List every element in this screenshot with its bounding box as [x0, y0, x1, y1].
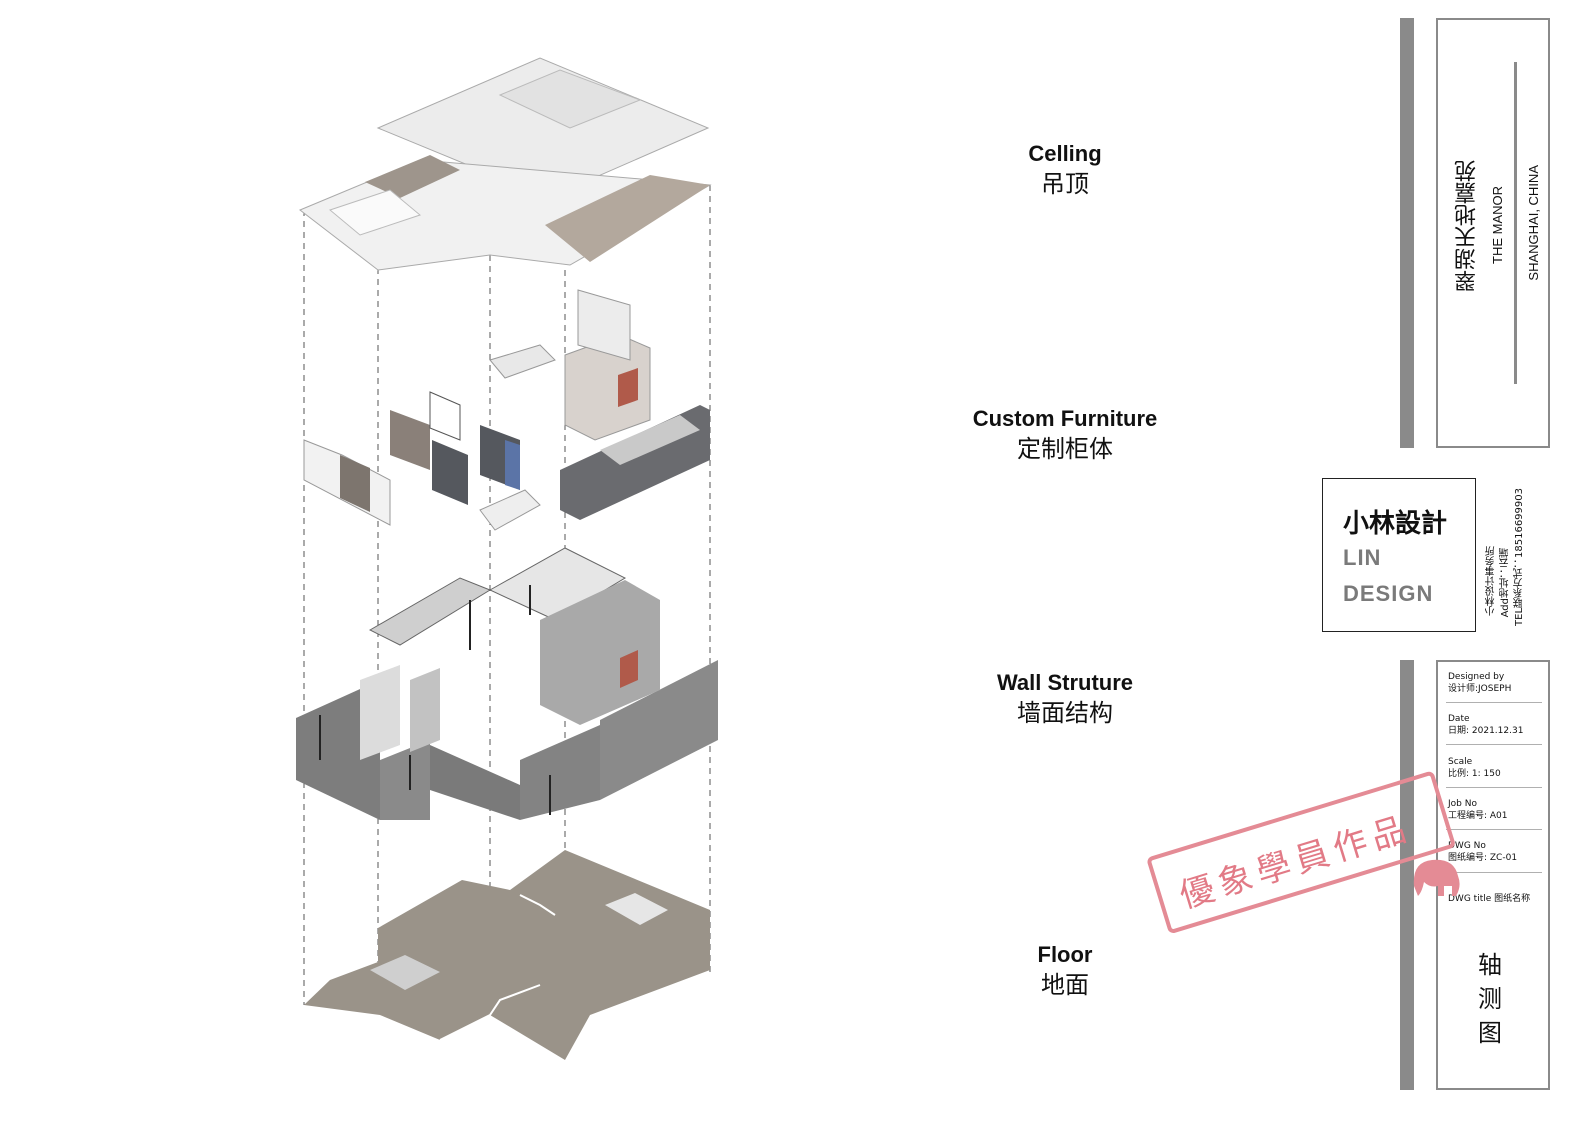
- title-block-bar-top: [1400, 18, 1414, 448]
- layer-label-en: Floor: [1037, 942, 1093, 967]
- info-divider: [1446, 787, 1542, 788]
- elephant-icon: [1413, 859, 1460, 896]
- project-name-cn: 翠湖天地嘉苑: [1455, 160, 1480, 292]
- studio-address: Add地址：云端: [1500, 548, 1511, 618]
- project-name-en: THE MANOR: [1490, 186, 1505, 264]
- info-divider: [1446, 829, 1542, 830]
- layer-label-zh: 地面: [1041, 971, 1089, 999]
- dwg-title: 轴 测 图: [1470, 948, 1510, 1050]
- job-value: 工程编号: A01: [1448, 811, 1508, 821]
- job-row: Job No 工程编号: A01: [1448, 798, 1508, 822]
- floor-layer: [304, 850, 710, 1060]
- dwg-title-char: 轴: [1478, 951, 1502, 979]
- logo-en-1: LIN: [1343, 545, 1382, 570]
- layer-label-furniture: Custom Furniture 定制柜体: [935, 405, 1195, 465]
- studio-name: 小林设计事务所: [1486, 546, 1497, 616]
- logo-cn: 小林設計: [1343, 509, 1448, 539]
- logo-en-2: DESIGN: [1343, 581, 1434, 606]
- project-panel-rule: [1514, 62, 1517, 384]
- project-panel: [1436, 18, 1550, 448]
- layer-label-floor: Floor 地面: [935, 941, 1195, 1001]
- dwg-title-char: 测: [1478, 985, 1502, 1013]
- designed-label: Designed by: [1448, 672, 1505, 682]
- dwg-row: DWG No 图纸编号: ZC-01: [1448, 840, 1517, 864]
- layer-label-en: Wall Struture: [996, 670, 1134, 695]
- layer-label-wall: Wall Struture 墙面结构: [935, 669, 1195, 729]
- dwg-label: DWG No: [1448, 841, 1486, 851]
- dwg-title-label: DWG title 图纸名称: [1448, 894, 1531, 904]
- designed-value: 设计师:JOSEPH: [1448, 684, 1512, 694]
- scale-row: Scale 比例: 1: 150: [1448, 756, 1501, 780]
- layer-label-ceiling: Celling 吊顶: [935, 140, 1195, 200]
- wall-layer: [296, 547, 718, 820]
- studio-logo: 小林設計 LIN DESIGN: [1322, 478, 1476, 632]
- scale-label: Scale: [1448, 757, 1473, 767]
- furniture-layer: [303, 289, 710, 531]
- layer-label-en: Celling: [1028, 141, 1102, 166]
- ceiling-layer: [299, 57, 712, 271]
- layer-label-zh: 定制柜体: [1017, 435, 1113, 463]
- studio-tel: TEL联系方式：18516699903: [1514, 488, 1525, 626]
- info-divider: [1446, 872, 1542, 873]
- dwg-value: 图纸编号: ZC-01: [1448, 853, 1518, 863]
- scale-value: 比例: 1: 150: [1448, 769, 1501, 779]
- title-block-bar-bottom: [1400, 660, 1414, 1090]
- info-divider: [1446, 744, 1542, 745]
- dwg-title-char: 图: [1478, 1019, 1502, 1047]
- info-divider: [1446, 702, 1542, 703]
- layer-label-en: Custom Furniture: [972, 406, 1158, 431]
- layer-label-zh: 吊顶: [1041, 170, 1089, 198]
- project-location: SHANGHAI, CHINA: [1526, 165, 1541, 281]
- date-value: 日期: 2021.12.31: [1448, 726, 1524, 736]
- designed-by: Designed by 设计师:JOSEPH: [1448, 671, 1511, 695]
- job-label: Job No: [1448, 799, 1477, 809]
- date-label: Date: [1448, 714, 1470, 724]
- layer-label-zh: 墙面结构: [1017, 699, 1113, 727]
- date-row: Date 日期: 2021.12.31: [1448, 713, 1523, 737]
